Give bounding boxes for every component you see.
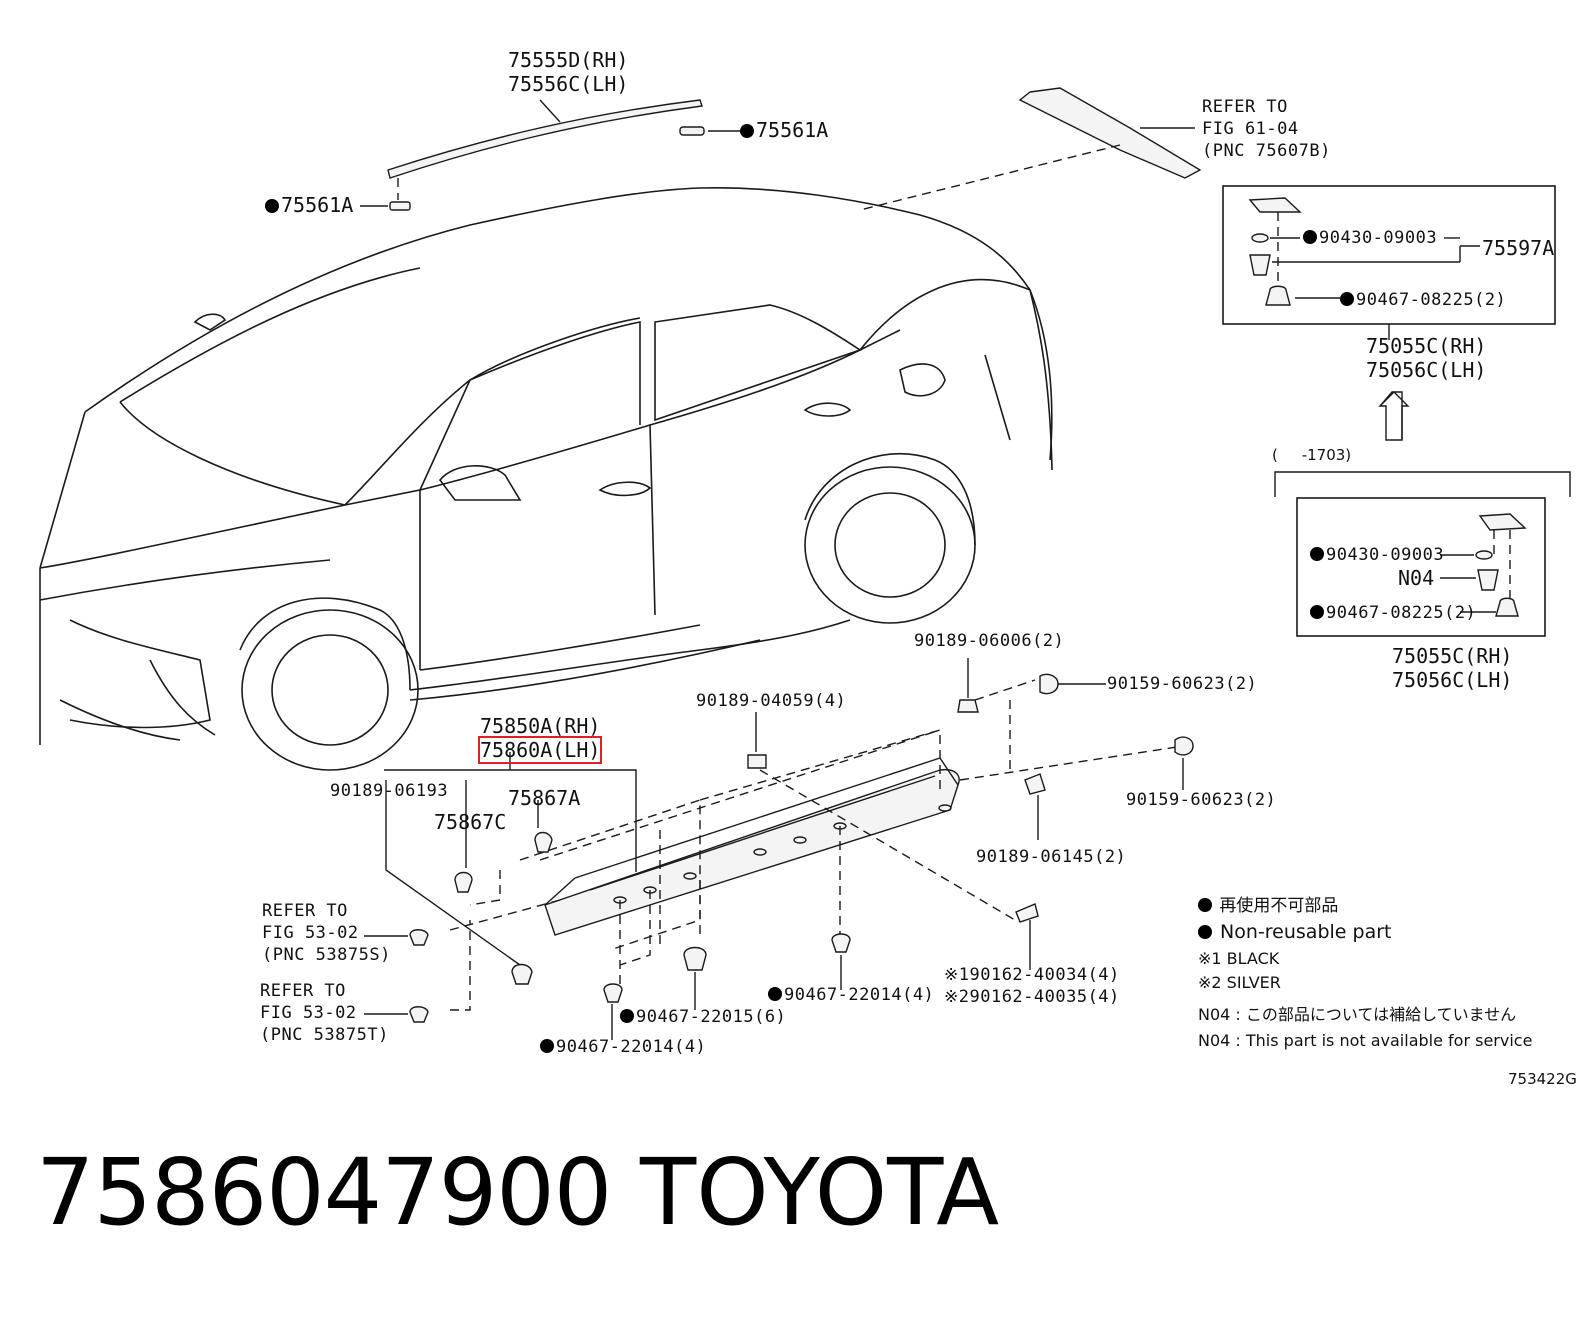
legend-n04-jp: N04 : この部品については補給していません bbox=[1198, 1005, 1517, 1024]
brand-title: TOYOTA bbox=[640, 1139, 1000, 1246]
label-box1-rh: 75055C(RH) bbox=[1366, 334, 1487, 358]
part-number-title: 7586047900 bbox=[36, 1139, 612, 1246]
label-refer-fig-61-line2: FIG 61-04 bbox=[1202, 119, 1299, 139]
legend-n04-en: N04 : This part is not available for ser… bbox=[1198, 1031, 1533, 1050]
label-75850a-rh: 75850A(RH) bbox=[480, 714, 601, 738]
label-box1-group: 75597A bbox=[1482, 236, 1555, 260]
non-reusable-dot-icon bbox=[265, 199, 279, 213]
label-90159-60623-top: 90159-60623(2) bbox=[1107, 674, 1258, 694]
label-75867a: 75867A bbox=[508, 786, 581, 810]
label-refer-53s-line3: (PNC 53875S) bbox=[262, 945, 391, 965]
non-reusable-dot-icon bbox=[1310, 605, 1324, 619]
non-reusable-dot-icon bbox=[1198, 925, 1212, 939]
label-clip-top-right: 75561A bbox=[740, 118, 828, 142]
label-box1-part2: 90467-08225(2) bbox=[1340, 289, 1506, 311]
label-90159-60623-right: 90159-60623(2) bbox=[1126, 790, 1277, 810]
figure-code: 753422G bbox=[1508, 1070, 1577, 1088]
non-reusable-dot-icon bbox=[1303, 230, 1317, 244]
label-box1-lh: 75056C(LH) bbox=[1366, 358, 1487, 382]
non-reusable-dot-icon bbox=[740, 124, 754, 138]
label-90162-40035: ※290162-40035(4) bbox=[944, 987, 1120, 1007]
label-range: ( -1703) bbox=[1272, 446, 1352, 464]
label-refer-53s-line1: REFER TO bbox=[262, 901, 348, 921]
label-90162-40034: ※190162-40034(4) bbox=[944, 965, 1120, 985]
legend-jp-nonreusable: 再使用不可部品 bbox=[1198, 895, 1338, 917]
box-75055c-early bbox=[1274, 471, 1571, 637]
label-90189-06193: 90189-06193 bbox=[330, 781, 449, 801]
label-75860a-lh: 75860A(LH) bbox=[477, 736, 603, 764]
label-90467-22015: 90467-22015(6) bbox=[620, 1006, 786, 1028]
label-refer-fig-61-line3: (PNC 75607B) bbox=[1202, 141, 1331, 161]
non-reusable-dot-icon bbox=[1310, 547, 1324, 561]
legend-en-nonreusable: Non-reusable part bbox=[1198, 921, 1391, 943]
non-reusable-dot-icon bbox=[540, 1039, 554, 1053]
label-box2-n04: N04 bbox=[1398, 566, 1435, 590]
box-75055c-current bbox=[1222, 185, 1556, 441]
label-refer-53t-line3: (PNC 53875T) bbox=[260, 1025, 389, 1045]
label-box2-part1: 90430-09003 bbox=[1310, 544, 1444, 566]
spoiler-reference bbox=[859, 87, 1202, 211]
roof-molding bbox=[360, 99, 740, 211]
label-box2-part2: 90467-08225(2) bbox=[1310, 602, 1476, 624]
label-clip-top-left: 75561A bbox=[265, 193, 353, 217]
non-reusable-dot-icon bbox=[620, 1009, 634, 1023]
label-box2-rh: 75055C(RH) bbox=[1392, 644, 1513, 668]
label-box1-part1: 90430-09003 bbox=[1303, 227, 1437, 249]
legend-black: ※1 BLACK bbox=[1198, 949, 1280, 968]
non-reusable-dot-icon bbox=[768, 987, 782, 1001]
label-75867c: 75867C bbox=[434, 810, 507, 834]
label-90467-22014-left: 90467-22014(4) bbox=[540, 1036, 706, 1058]
label-refer-53s-line2: FIG 53-02 bbox=[262, 923, 359, 943]
label-molding-rh: 75555D(RH) bbox=[508, 48, 629, 72]
rocker-molding-assembly bbox=[449, 679, 1191, 1011]
label-90189-06006: 90189-06006(2) bbox=[914, 631, 1065, 651]
legend-silver: ※2 SILVER bbox=[1198, 973, 1281, 992]
label-refer-53t-line2: FIG 53-02 bbox=[260, 1003, 357, 1023]
label-refer-fig-61-line1: REFER TO bbox=[1202, 97, 1288, 117]
label-refer-53t-line1: REFER TO bbox=[260, 981, 346, 1001]
car-outline bbox=[39, 187, 1053, 771]
non-reusable-dot-icon bbox=[1340, 292, 1354, 306]
label-90467-22014-right: 90467-22014(4) bbox=[768, 984, 934, 1006]
fasteners bbox=[364, 658, 1194, 1040]
label-box2-lh: 75056C(LH) bbox=[1392, 668, 1513, 692]
label-90189-06145: 90189-06145(2) bbox=[976, 847, 1127, 867]
label-90189-04059: 90189-04059(4) bbox=[696, 691, 847, 711]
non-reusable-dot-icon bbox=[1198, 898, 1212, 912]
label-molding-lh: 75556C(LH) bbox=[508, 72, 629, 96]
